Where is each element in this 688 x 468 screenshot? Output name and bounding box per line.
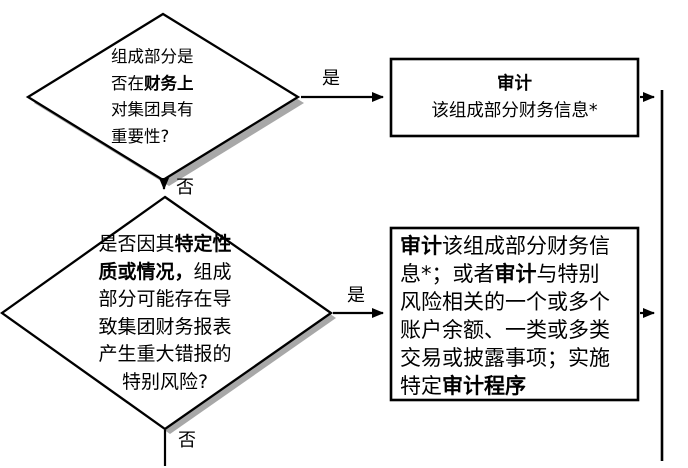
- process2-seg2: 该组成部分财务信息*；或者: [400, 234, 610, 286]
- label-yes-1: 是: [322, 68, 340, 89]
- process1-box: [389, 57, 640, 138]
- process2-seg4: 与特别风险相关的一个或多个账户余额、一类或多类交易或披露事项；实施特定: [400, 262, 610, 398]
- decision2-shape: [0, 195, 334, 431]
- decision1-text-post: 对集团具有重要性?: [111, 100, 194, 146]
- label-no-2: 否: [178, 430, 196, 451]
- process2-seg3: 审计: [494, 262, 537, 286]
- decision2-text-bold: 特定性质或情况，: [98, 233, 232, 283]
- process2-seg5: 审计程序: [442, 374, 526, 398]
- decision2-text-post: 组成部分可能存在导致集团财务报表产生重大错报的特别风险?: [98, 260, 232, 393]
- label-no-1: 否: [176, 177, 194, 198]
- process2-seg1: 审计: [400, 234, 442, 258]
- decision1-text-pre: 组成部分是否在: [111, 47, 194, 93]
- decision2-text-pre: 是否因其: [98, 233, 175, 255]
- decision1-text-bold: 财务上: [144, 73, 194, 93]
- decision2-text: 是否因其特定性质或情况，组成部分可能存在导致集团财务报表产生重大错报的特别风险?: [95, 231, 235, 396]
- process1-text: 审计 该组成部分财务信息*: [391, 59, 638, 136]
- process2-box: [389, 226, 640, 402]
- process2-text: 审计该组成部分财务信息*；或者审计与特别风险相关的一个或多个账户余额、一类或多类…: [400, 232, 620, 400]
- process1-title: 审计: [497, 73, 532, 94]
- process1-line2: 该组成部分财务信息*: [431, 100, 598, 121]
- label-yes-2: 是: [347, 285, 365, 306]
- decision1-text: 组成部分是否在财务上对集团具有重要性?: [111, 44, 203, 150]
